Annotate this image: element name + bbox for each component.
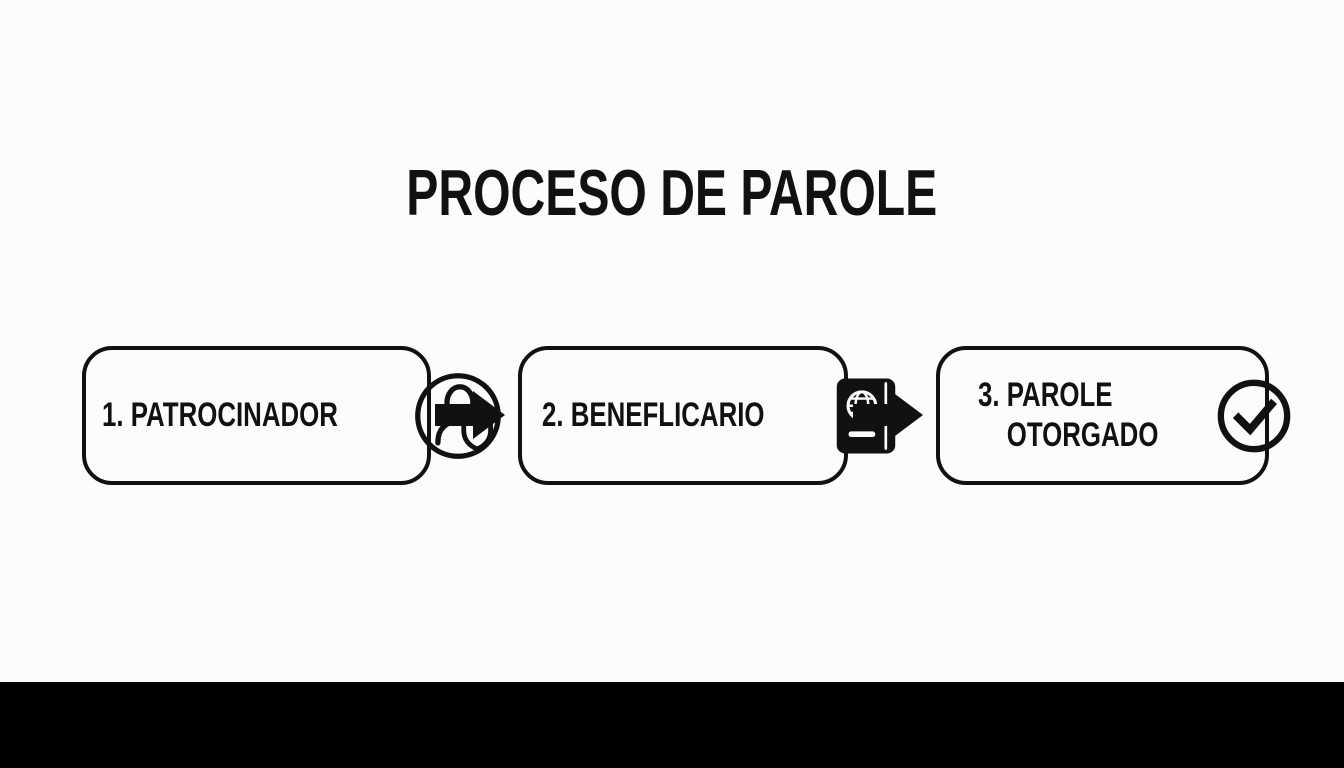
arrow-right-icon [435, 391, 505, 439]
step-box-beneficiario: 2. BENEFLICARIO [518, 346, 896, 485]
step-label: 3. PAROLE OTORGADO [978, 376, 1159, 454]
page-title-text: PROCESO DE PAROLE [406, 156, 938, 229]
step-label: 1. PATROCINADOR [102, 395, 338, 434]
check-circle-icon [1218, 379, 1291, 452]
page-title: PROCESO DE PAROLE [0, 160, 1344, 225]
bottom-bar [0, 682, 1344, 768]
step-box-patrocinador: 1. PATROCINADOR [82, 346, 502, 485]
arrow-right-icon [853, 391, 923, 439]
step-label: 2. BENEFLICARIO [542, 395, 765, 434]
step-box-parole-otorgado: 3. PAROLE OTORGADO [936, 346, 1291, 485]
